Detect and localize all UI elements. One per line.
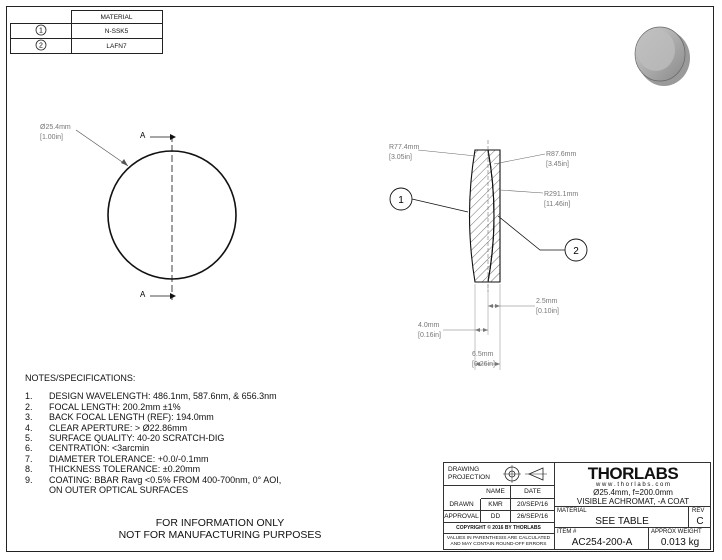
rev-value: C — [696, 516, 704, 527]
third-angle-projection-icon — [503, 465, 547, 483]
disclaimer-line-1: FOR INFORMATION ONLY — [155, 517, 285, 529]
drawn-label: DRAWN — [443, 499, 481, 511]
r3-inch-label: [11.46in] — [544, 201, 570, 208]
sheet-border — [6, 6, 714, 552]
note-item: 1.DESIGN WAVELENGTH: 486.1nm, 587.6nm, &… — [25, 391, 277, 402]
description-line-1: Ø25.4mm, f=200.0mm — [593, 488, 673, 497]
section-arrow-top-icon — [170, 134, 176, 140]
item-cell: ITEM # AC254-200-A — [555, 528, 649, 550]
svg-text:2: 2 — [39, 42, 43, 49]
material-table: MATERIAL 1 N-SSK5 2 LAFN7 — [10, 10, 163, 54]
balloon-2-icon: 2 — [35, 39, 47, 51]
material-row: 2 LAFN7 — [10, 38, 163, 54]
svg-text:1: 1 — [39, 27, 43, 34]
note-item: 6.CENTRATION: <3arcmin — [25, 443, 150, 454]
material-cell: LAFN7 — [70, 38, 163, 54]
r3-label: R291.1mm — [544, 191, 578, 198]
description-line-2: VISIBLE ACHROMAT, -A COAT — [576, 496, 690, 506]
drawn-name: KMR — [481, 499, 511, 511]
notes-section: NOTES/SPECIFICATIONS: 1.DESIGN WAVELENGT… — [25, 373, 281, 495]
values-note: VALUES IN PARENTHESIS ARE CALCULATED AND… — [443, 534, 555, 550]
item-number: AC254-200-A — [571, 537, 633, 548]
weight-cell: APPROX WEIGHT 0.013 kg — [649, 528, 711, 550]
r1-leader — [417, 149, 477, 157]
r1-inch-label: [3.05in] — [389, 154, 412, 161]
approval-name: DD — [481, 511, 511, 523]
dim-4p0-label: 4.0mm — [418, 322, 440, 329]
thorlabs-logo: THORLABS — [587, 464, 679, 483]
dim-2p5-inch-label: [0.10in] — [536, 308, 559, 315]
notes-header: NOTES/SPECIFICATIONS: — [25, 373, 136, 383]
r1-label: R77.4mm — [389, 144, 420, 151]
projection-cell: DRAWING PROJECTION — [443, 462, 555, 486]
balloon-2-label: 2 — [573, 246, 579, 257]
approval-label: APPROVAL — [443, 511, 481, 523]
website: w w w . t h o r l a b s . c o m — [595, 482, 671, 488]
diameter-label: Ø25.4mm — [40, 124, 71, 131]
r2-leader — [493, 153, 546, 165]
disclaimer-line-2: NOT FOR MANUFACTURING PURPOSES — [118, 528, 322, 541]
note-item: 3.BACK FOCAL LENGTH (REF): 194.0mm — [25, 412, 214, 423]
disclaimer: FOR INFORMATION ONLY NOT FOR MANUFACTURI… — [100, 517, 340, 541]
note-item: 7.DIAMETER TOLERANCE: +0.0/-0.1mm — [25, 453, 209, 464]
approval-date: 26/SEP/16 — [511, 511, 555, 523]
lens-element-1 — [468, 149, 495, 283]
col-date-header: DATE — [511, 486, 555, 499]
dim-2p5-label: 2.5mm — [536, 298, 558, 305]
dim-6p5-inch-label: [0.26in] — [472, 361, 495, 368]
r2-inch-label: [3.45in] — [546, 161, 569, 168]
dim-4p0-inch-label: [0.16in] — [418, 332, 441, 339]
diameter-leader — [75, 129, 129, 167]
drawn-date: 20/SEP/16 — [511, 499, 555, 511]
lens-element-2 — [487, 149, 501, 283]
lens-3d-render — [634, 26, 690, 86]
section-label-bottom: A — [140, 290, 146, 299]
col-name-header: NAME — [481, 486, 511, 499]
side-view: R77.4mm [3.05in] R87.6mm [3.45in] R291.1… — [389, 140, 588, 370]
leader-arrow-icon — [121, 159, 128, 166]
weight-value: 0.013 kg — [660, 537, 700, 548]
title-block: DRAWING PROJECTION NAME DATE DRAWN KMR 2… — [443, 462, 711, 550]
note-item: 8.THICKNESS TOLERANCE: ±0.20mm — [25, 464, 201, 475]
copyright-notice: COPYRIGHT © 2016 BY THORLABS — [443, 523, 555, 534]
section-label-top: A — [140, 131, 146, 140]
note-item: 9.COATING: BBAR Ravg <0.5% FROM 400-700n… — [25, 474, 282, 485]
dim-6p5-label: 6.5mm — [472, 351, 494, 358]
material-value: SEE TABLE — [595, 516, 649, 527]
note-item: 4.CLEAR APERTURE: > Ø22.86mm — [25, 422, 188, 433]
r3-leader — [499, 189, 544, 194]
material-cell: MATERIAL SEE TABLE — [555, 506, 689, 528]
note-item: 5.SURFACE QUALITY: 40-20 SCRATCH-DIG — [25, 433, 225, 444]
note-item: 2.FOCAL LENGTH: 200.2mm ±1% — [25, 401, 181, 412]
balloon-1-label: 1 — [398, 195, 404, 206]
section-arrow-bottom-icon — [170, 293, 176, 299]
diameter-inch-label: [1.00in] — [40, 134, 63, 141]
brand-area: THORLABS w w w . t h o r l a b s . c o m… — [555, 462, 711, 506]
rev-cell: REV C — [689, 506, 711, 528]
r2-label: R87.6mm — [546, 151, 577, 158]
balloon-1-icon: 1 — [35, 24, 47, 36]
front-view: A A Ø25.4mm [1.00in] — [40, 124, 237, 300]
note-item: ON OUTER OPTICAL SURFACES — [49, 485, 189, 496]
